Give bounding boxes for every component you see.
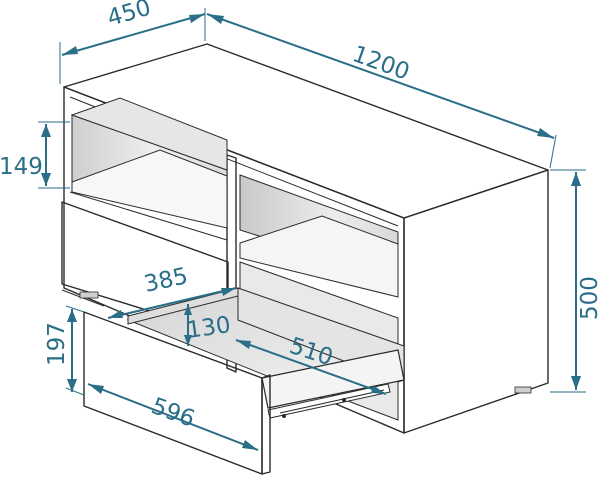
width-dim-line (206, 13, 555, 139)
drawer-front-width-label: 596 (148, 393, 198, 432)
right-side-panel (403, 169, 549, 434)
depth-label: 450 (104, 0, 153, 32)
drawer-width-dim-line (87, 383, 259, 451)
right-shelf-board (239, 215, 399, 298)
inner-width-dim-line (107, 287, 237, 319)
depth-dim-line (61, 13, 206, 56)
runner-screw-1 (282, 414, 286, 418)
drawer-inner-width-label: 385 (142, 263, 190, 298)
left-shelf-board (71, 149, 228, 229)
inner-depth-dim-line (235, 339, 387, 395)
open-drawer (83, 287, 405, 475)
runner-screw-2 (342, 398, 346, 402)
drawer-front-side (261, 374, 271, 475)
drawer-inner-height-label: 130 (185, 312, 232, 344)
cabinet (61, 43, 549, 434)
height-label: 500 (577, 276, 600, 320)
shelf-height-label: 149 (0, 154, 43, 180)
runner-line (279, 389, 385, 414)
dimension-lines (38, 8, 586, 451)
drawer-side-wall (261, 349, 405, 409)
left-shelf-front-edge (69, 191, 228, 241)
drawer-front-height-label: 197 (44, 322, 70, 366)
foot-right (514, 386, 532, 394)
front-frame (63, 86, 405, 434)
foot-left (79, 291, 99, 299)
left-shelf-back (70, 97, 228, 171)
width-label: 1200 (349, 41, 413, 85)
